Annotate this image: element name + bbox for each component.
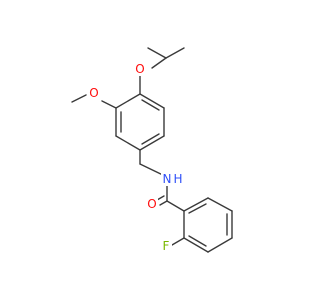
atom-o-carbonyl: O	[147, 197, 156, 211]
bonds	[71, 47, 233, 253]
bond-carbonyl-ring	[166, 200, 185, 212]
bond-isopropyl-ch-o	[151, 57, 167, 69]
bond-ring2-a	[183, 197, 209, 212]
bond-ring-o-methoxy	[101, 100, 117, 109]
bond-ring2-double-e	[188, 235, 207, 247]
bond-ring2-double-a	[188, 203, 207, 214]
atom-h-amide: H	[173, 172, 182, 186]
bond-isopropyl-ch-ch3-left	[147, 47, 167, 59]
bond-ring1-a	[139, 93, 165, 109]
bond-ring2-d	[207, 237, 233, 253]
bond-o-methyl	[71, 94, 87, 103]
atom-labels: O O N H O F	[88, 62, 183, 253]
atom-o-isopropoxy: O	[135, 62, 144, 76]
bond-ring-f	[171, 237, 185, 246]
bond-c-o-double-1	[159, 200, 168, 206]
bond-isopropyl-ch-ch3-right	[165, 47, 185, 59]
bond-ring2-b	[207, 197, 233, 212]
bond-ring2-e	[183, 237, 209, 253]
bond-ring1-double-a	[141, 99, 160, 111]
bond-ring1-d	[115, 135, 141, 151]
bond-ring1-f	[115, 93, 141, 109]
atom-f-fluoro: F	[163, 239, 170, 253]
bond-ring1-c	[139, 135, 165, 151]
molecule-structure: O O N H O F	[71, 47, 233, 253]
atom-o-methoxy: O	[89, 86, 98, 100]
bond-c-o-double-2	[156, 195, 165, 201]
bond-ring1-double-c	[141, 133, 160, 145]
atom-n-amide: N	[163, 172, 172, 186]
